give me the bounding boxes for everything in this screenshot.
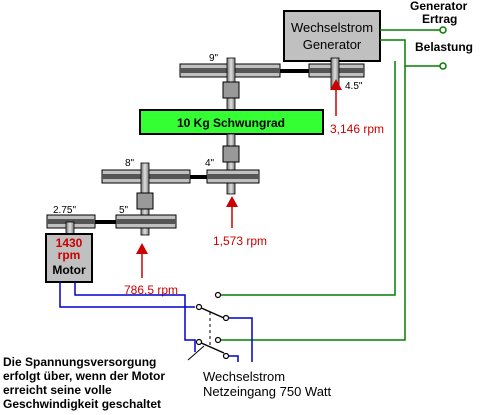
- motor-label: Motor: [52, 263, 86, 277]
- output-belastung-label: Belastung: [415, 40, 473, 54]
- pulley-5in-label: 5": [119, 205, 129, 216]
- shaft-middle: [226, 133, 236, 195]
- note-line3: erreicht seine volle: [3, 383, 112, 397]
- pulley-5in-groove: [116, 219, 176, 224]
- note-line4: Geschwindigkeit geschaltet: [3, 397, 161, 411]
- lower-belt: [55, 220, 155, 224]
- generator-box: [283, 10, 381, 62]
- mains-label-line1: Wechselstrom: [203, 369, 285, 384]
- speed-arrows: [136, 79, 342, 278]
- bearing-middle: [222, 145, 240, 163]
- generator-label-line2: Generator: [303, 37, 362, 52]
- pulley-8in-label: 8": [125, 158, 135, 169]
- output-ertrag-label-line2: Ertrag: [422, 12, 457, 26]
- speed-lower: 786.5 rpm: [124, 283, 178, 297]
- output-ertrag-label-line1: Generator: [410, 0, 468, 13]
- note-line2: erfolgt über, wenn der Motor: [3, 369, 165, 383]
- motor-box: [45, 233, 93, 283]
- pulley-9in-label: 9": [209, 53, 219, 64]
- speed-generator: 3,146 rpm: [330, 122, 384, 136]
- generator-label-line1: Wechselstrom: [291, 20, 373, 35]
- flywheel-label: 10 Kg Schwungrad: [177, 116, 285, 130]
- pulley-4in-groove: [207, 174, 259, 179]
- motor-rpm-unit: rpm: [58, 248, 81, 262]
- speed-middle: 1,573 rpm: [213, 234, 267, 248]
- bearing-lower: [136, 192, 154, 210]
- pulley-4in-label: 4": [205, 158, 215, 169]
- bearing-upper: [222, 81, 240, 99]
- note-pointer: [187, 345, 205, 361]
- terminal-ertrag: [439, 26, 447, 34]
- terminal-belastung: [439, 62, 447, 70]
- dpdt-switch: [198, 306, 225, 354]
- mains-label-line2: Netzeingang 750 Watt: [203, 384, 332, 399]
- generator-output-wires: [218, 29, 440, 341]
- motor-rpm-value: 1430: [56, 236, 83, 250]
- note-line1: Die Spannungsversorgung: [3, 355, 156, 369]
- pulley-2-75in-label: 2.75": [53, 205, 76, 216]
- pulley-4-5in-label: 4.5": [345, 81, 363, 92]
- switch-contacts: [195, 291, 230, 360]
- pulley-2-75in-groove: [47, 219, 95, 224]
- motor-supply-wires: [59, 282, 253, 362]
